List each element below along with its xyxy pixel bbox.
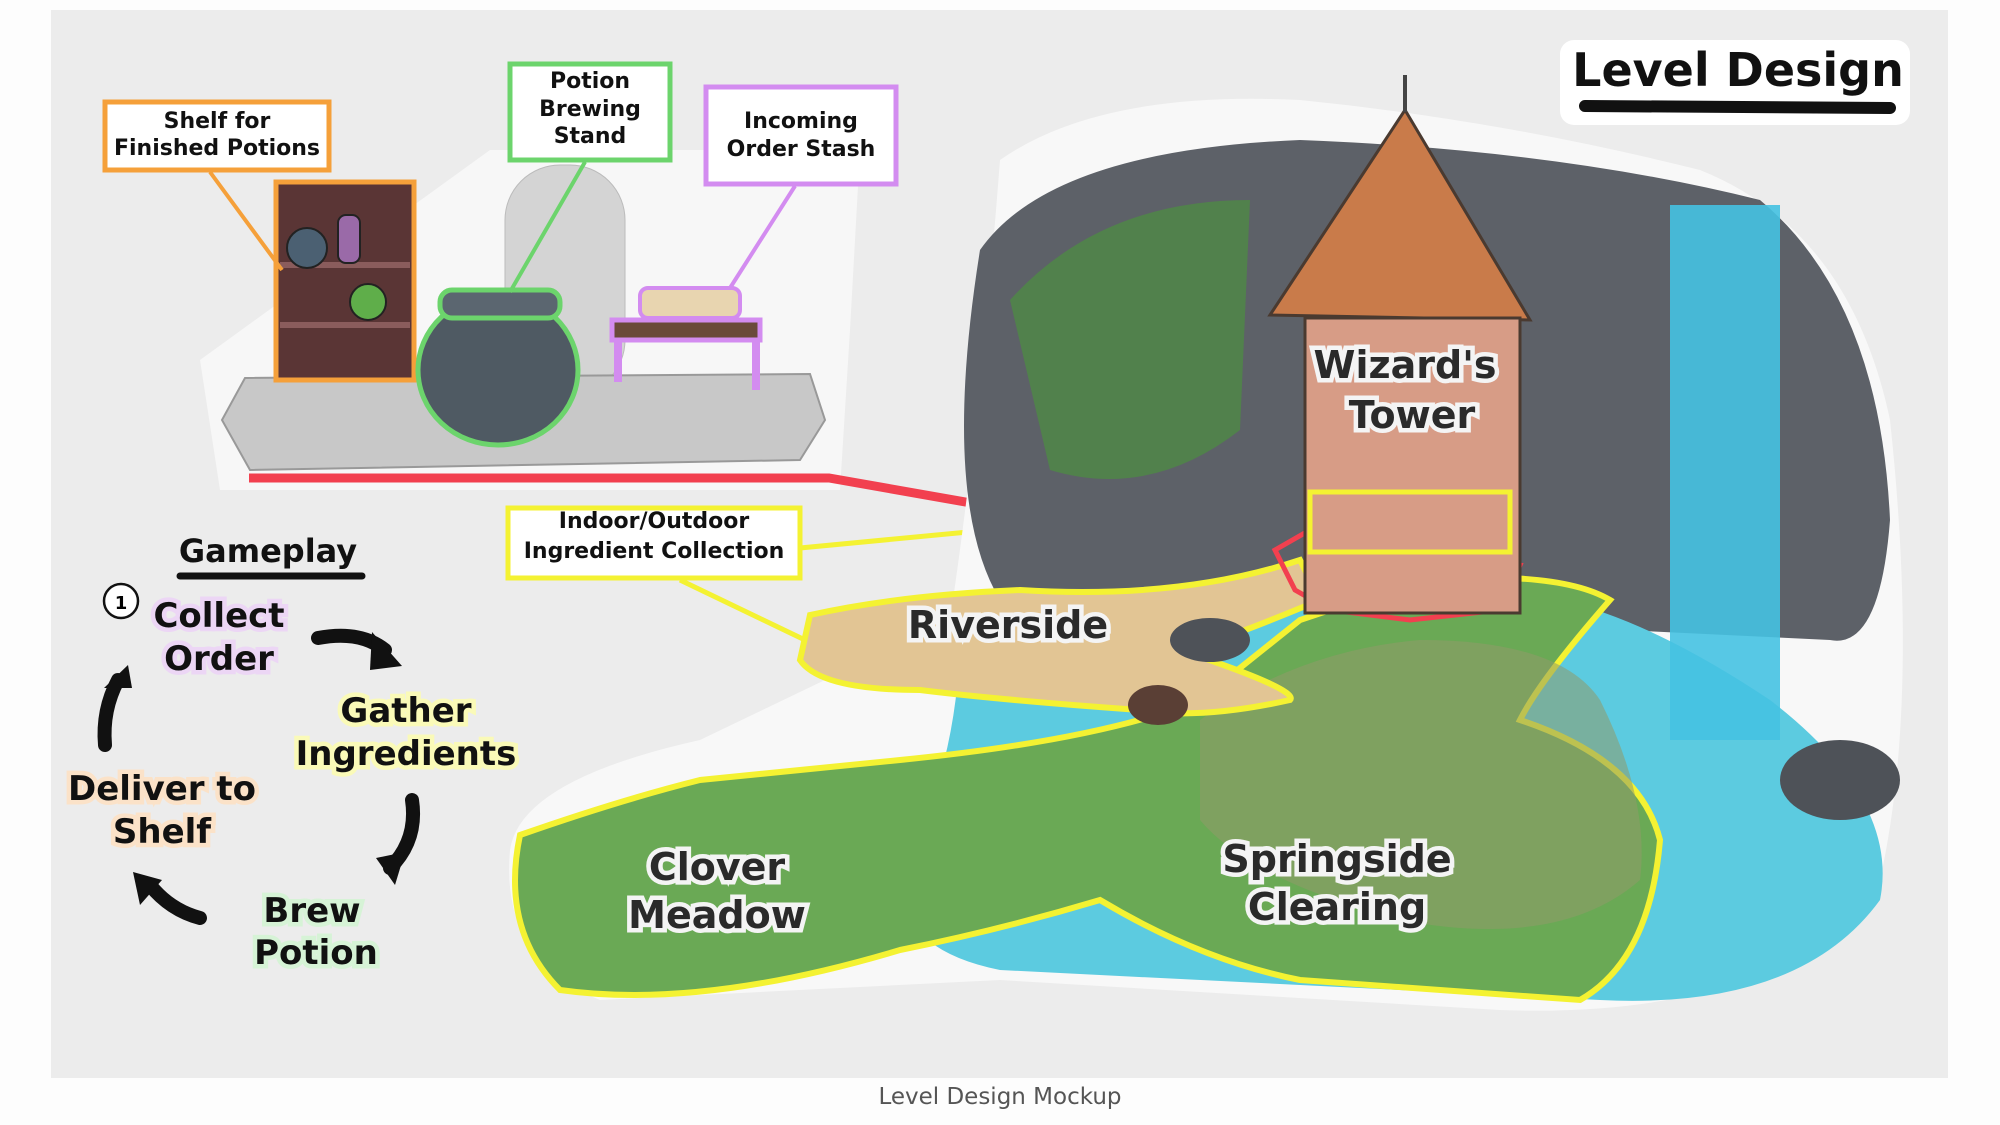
page-title-text: Level Design — [1572, 43, 1904, 97]
step-collect-line2: Order — [164, 639, 274, 679]
gameplay-loop: Gameplay 1 Collect Order Gather Ingredie… — [63, 532, 520, 978]
callout-shelf-line2: Finished Potions — [114, 136, 320, 161]
callout-ingredients-line1: Indoor/Outdoor — [559, 509, 750, 534]
step-deliver-line1: Deliver to — [68, 769, 256, 809]
potion-bottle-purple — [337, 214, 361, 264]
callout-brewing-line1: Potion — [550, 69, 630, 94]
orders-callout-line — [728, 184, 797, 290]
shelf-callout-line — [208, 170, 284, 272]
area-label-riverside: Riverside — [908, 603, 1108, 647]
order-scrolls — [638, 286, 742, 320]
area-label-clearing-line1: Springside — [1222, 837, 1451, 881]
step-number-badge — [102, 582, 140, 620]
potion-bottle-green — [349, 283, 387, 321]
potion-bottle-blue — [286, 227, 328, 269]
callout-ingredients-line2: Ingredient Collection — [524, 539, 785, 564]
page-title: Level Design — [1560, 40, 1910, 125]
callout-shelf: Shelf for Finished Potions — [102, 99, 332, 173]
callout-shelf-line1: Shelf for — [164, 109, 271, 134]
tower-ingredient-zone — [1307, 489, 1513, 555]
potion-shelf — [273, 179, 417, 383]
figure-caption: Level Design Mockup — [878, 1084, 1122, 1110]
step-number: 1 — [115, 593, 128, 614]
step-gather-line1: Gather — [340, 691, 471, 731]
springside-clearing-area — [1200, 640, 1642, 929]
step-deliver-line2: Shelf — [113, 812, 212, 852]
interior-scene — [200, 150, 860, 490]
outdoor-map — [509, 75, 1903, 1011]
riverside-area — [796, 556, 1325, 717]
ingredients-callout-line-riverside — [678, 577, 807, 643]
callout-orders-line1: Incoming — [744, 109, 858, 134]
tower-body — [1303, 316, 1522, 615]
callout-brewing: Potion Brewing Stand — [507, 61, 673, 163]
step-collect-line1: Collect — [153, 596, 284, 636]
callout-brewing-line2: Brewing — [539, 97, 641, 122]
callout-orders: Incoming Order Stash — [703, 84, 899, 187]
step-brew-line2: Potion — [254, 933, 378, 973]
brewing-callout-line — [508, 161, 587, 293]
area-label-clearing-line2: Clearing — [1248, 885, 1426, 929]
step-brew-line1: Brew — [263, 891, 360, 931]
order-table — [609, 286, 763, 390]
callout-orders-line2: Order Stash — [727, 137, 876, 162]
area-label-meadow-line2: Meadow — [628, 893, 806, 937]
area-label-tower-line1: Wizard's — [1314, 343, 1497, 387]
rock — [1780, 740, 1900, 820]
title-underline — [1579, 100, 1896, 114]
cliff-vegetation — [1010, 200, 1250, 479]
area-label-tower-line2: Tower — [1349, 393, 1476, 437]
callout-brewing-line3: Stand — [554, 124, 627, 149]
gameplay-heading: Gameplay — [179, 532, 357, 570]
step-gather-line2: Ingredients — [296, 734, 517, 774]
rock — [1170, 618, 1250, 662]
area-label-meadow-line1: Clover — [649, 845, 786, 889]
wizard-tower — [1267, 75, 1533, 615]
stump — [1128, 685, 1188, 725]
cauldron — [415, 287, 581, 448]
waterfall — [1670, 205, 1780, 740]
callout-ingredients: Indoor/Outdoor Ingredient Collection — [505, 505, 803, 581]
